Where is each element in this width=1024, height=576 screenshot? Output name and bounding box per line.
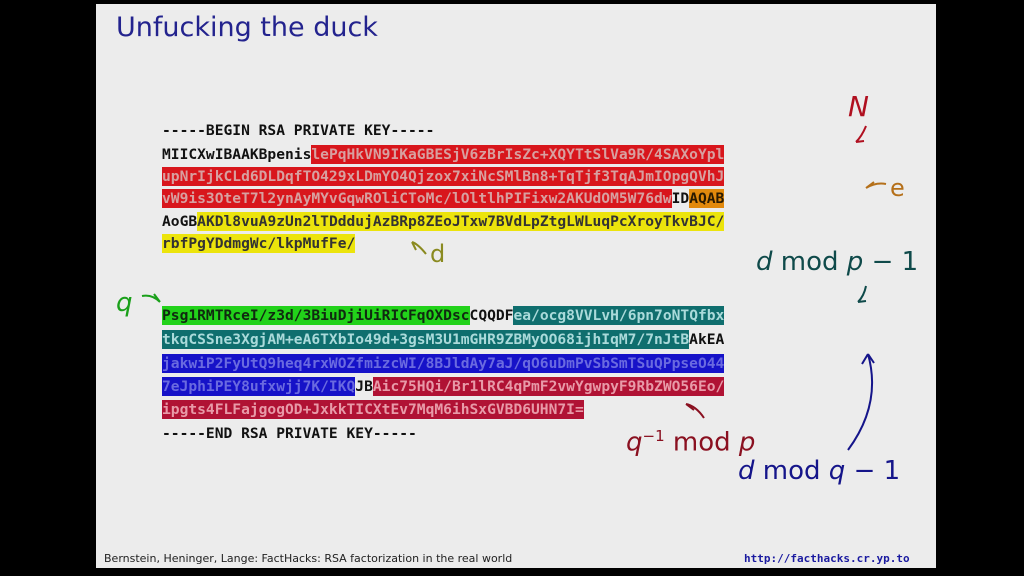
key-separator: CQQDF — [469, 307, 514, 324]
annotation-p-symbol: p — [738, 427, 756, 458]
key-line-8: jakwiP2FyUtQ9heq4rxWOZfmizcWI/8BJldAy7aJ… — [162, 354, 725, 374]
exponent-e-segment: AQAB — [689, 189, 725, 208]
footer-url[interactable]: http://facthacks.cr.yp.to — [744, 552, 910, 565]
prime-q-segment: Psg1RMTRceI/z3d/3BiuDjiUiRICFqOXDsc — [162, 306, 470, 325]
key-line-1: MIICXwIBAAKBpenislePqHkVN9IKaGBESjV6zBrI… — [162, 145, 725, 165]
exponent-d-segment: rbfPgYDdmgWc/lkpMufFe/ — [162, 234, 356, 253]
key-separator: JB — [355, 378, 373, 395]
n-arrow-icon — [855, 125, 867, 143]
annotation-q-symbol: q — [626, 427, 643, 458]
q-inverse-arrow-icon — [685, 403, 705, 419]
annotation-minus-one: − 1 — [853, 456, 901, 486]
annotation-minus-one: − 1 — [871, 247, 919, 277]
key-line-3: vW9is3OteT7l2ynAyMYvGqwROliCToMc/lOltlhP… — [162, 189, 725, 209]
e-arrow-icon — [865, 181, 887, 189]
key-separator: AoGB — [162, 213, 198, 230]
footer-citation: Bernstein, Heninger, Lange: FactHacks: R… — [104, 552, 513, 565]
annotation-d-symbol: d — [738, 456, 755, 486]
key-begin-line: -----BEGIN RSA PRIVATE KEY----- — [162, 122, 435, 139]
key-line-6: Psg1RMTRceI/z3d/3BiuDjiUiRICFqOXDscCQQDF… — [162, 306, 725, 326]
modulus-n-segment: vW9is3OteT7l2ynAyMYvGqwROliCToMc/lOltlhP… — [162, 189, 672, 208]
annotation-n: N — [848, 90, 869, 123]
key-line-9: 7eJphiPEY8ufxwjj7K/IKQJBAic75HQi/Br1lRC4… — [162, 377, 725, 397]
annotation-mod-word: mod — [672, 427, 731, 458]
annotation-d: d — [430, 240, 446, 268]
d-mod-p-segment: tkqCSSne3XgjAM+eA6TXbIo49d+3gsM3U1mGHR9Z… — [162, 330, 690, 349]
annotation-q-symbol: q — [828, 456, 846, 486]
key-line-7: tkqCSSne3XgjAM+eA6TXbIo49d+3gsM3U1mGHR9Z… — [162, 330, 724, 350]
key-line-5: rbfPgYDdmgWc/lkpMufFe/ — [162, 234, 356, 254]
key-line-2: upNrIjkCLd6DLDqfTO429xLDmYO4Qjzox7xiNcSM… — [162, 167, 725, 187]
exponent-d-segment: AKDl8vuA9zUn2lTDddujAzBRp8ZEoJTxw7BVdLpZ… — [197, 212, 725, 231]
key-separator: ID — [671, 190, 690, 207]
d-mod-p-segment: ea/ocg8VVLvH/6pn7oNTQfbx — [513, 306, 725, 325]
annotation-d-symbol: d — [756, 247, 773, 277]
key-line-4: AoGBAKDl8vuA9zUn2lTDddujAzBRp8ZEoJTxw7BV… — [162, 212, 725, 232]
d-mod-q-segment: 7eJphiPEY8ufxwjj7K/IKQ — [162, 377, 356, 396]
annotation-d-mod-p-minus-1: d mod p − 1 — [756, 247, 918, 277]
slide-title: Unfucking the duck — [116, 12, 378, 43]
modulus-n-segment: upNrIjkCLd6DLDqfTO429xLDmYO4Qjzox7xiNcSM… — [162, 167, 725, 186]
key-header-part: MIICXwIBAAKBpenis — [162, 146, 312, 163]
q-inverse-segment: Aic75HQi/Br1lRC4qPmF2vwYgwpyF9RbZWO56Eo/ — [372, 377, 725, 396]
modulus-n-segment: lePqHkVN9IKaGBESjV6zBrIsZc+XQYTtSlVa9R/4… — [311, 145, 725, 164]
key-separator: AkEA — [689, 331, 725, 348]
d-arrow-icon — [411, 241, 427, 255]
d-mod-q-arrow-icon — [847, 353, 875, 451]
annotation-mod-word: mod — [780, 247, 839, 277]
annotation-mod-word: mod — [762, 456, 821, 486]
annotation-q-inverse-mod-p: q−1 mod p — [626, 427, 755, 458]
key-line-10: ipgts4FLFajgogOD+JxkkTICXtEv7MqM6ihSxGVB… — [162, 400, 584, 420]
annotation-p-symbol: p — [846, 247, 864, 277]
annotation-e: e — [890, 174, 905, 202]
d-mod-p-arrow-icon — [857, 285, 867, 303]
q-inverse-segment: ipgts4FLFajgogOD+JxkkTICXtEv7MqM6ihSxGVB… — [162, 400, 584, 419]
slide: Unfucking the duck -----BEGIN RSA PRIVAT… — [96, 4, 936, 568]
key-end-line: -----END RSA PRIVATE KEY----- — [162, 425, 417, 442]
annotation-d-mod-q-minus-1: d mod q − 1 — [738, 456, 900, 486]
annotation-inverse-exponent: −1 — [642, 427, 665, 445]
d-mod-q-segment: jakwiP2FyUtQ9heq4rxWOZfmizcWI/8BJldAy7aJ… — [162, 354, 725, 373]
q-arrow-icon — [141, 293, 161, 303]
annotation-q: q — [116, 288, 133, 318]
annotation-arrows — [141, 125, 887, 451]
